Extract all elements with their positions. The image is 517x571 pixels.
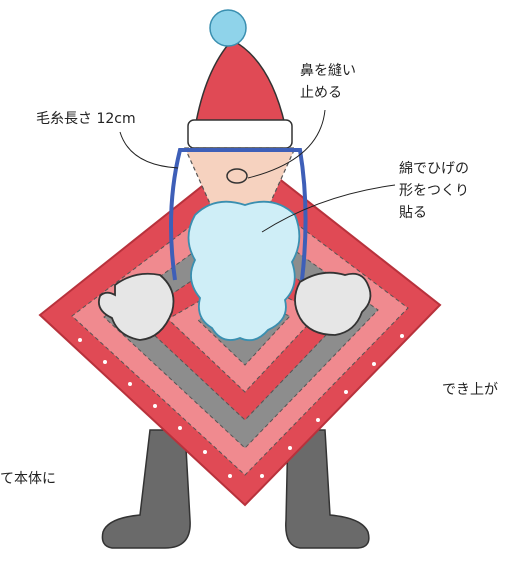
finished-annotation: でき上が (442, 382, 498, 398)
leader-lines (119, 109, 396, 233)
hat-cone (194, 39, 286, 129)
yarn-leader (119, 131, 179, 169)
nose-leader (247, 109, 326, 179)
pompom (209, 9, 247, 47)
left-mitten (97, 272, 175, 341)
hat-brim (187, 119, 293, 149)
hat (187, 9, 293, 149)
mittens (97, 271, 372, 341)
right-boot (285, 429, 370, 549)
yarn-length-annotation: 毛糸長さ 12cm (36, 111, 136, 127)
boots (101, 429, 370, 549)
attach-annotation: て本体に (0, 471, 56, 487)
right-mitten (294, 271, 372, 336)
beard (187, 200, 301, 342)
stitch-dots (78, 334, 404, 478)
nose-annotation: 鼻を縫い 止める (300, 63, 356, 101)
left-boot (101, 429, 191, 549)
beard-annotation: 綿でひげの 形をつくり 貼る (399, 161, 469, 221)
yarn-cord (169, 148, 308, 281)
nose (226, 168, 248, 184)
beard-leader (261, 184, 396, 233)
